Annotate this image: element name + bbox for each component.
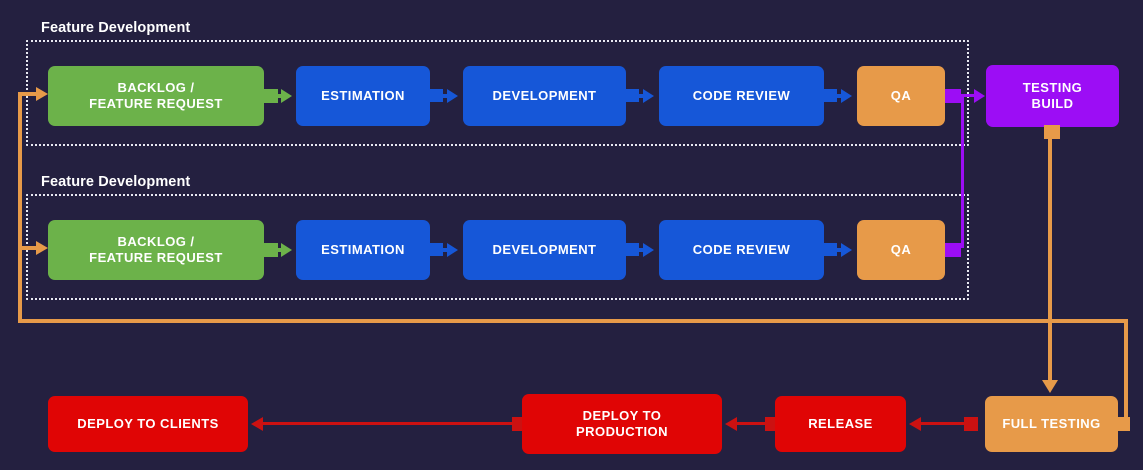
node-backlog-feature-request-2[interactable]: BACKLOG / FEATURE REQUEST bbox=[48, 220, 264, 280]
link-line-estimation-development-1 bbox=[436, 94, 450, 98]
arrow-estimation-to-development-2 bbox=[447, 243, 458, 257]
arrow-feedback-into-backlog-1 bbox=[36, 87, 48, 101]
link-line-release-to-production bbox=[736, 422, 770, 425]
node-code-review-1[interactable]: CODE REVIEW bbox=[659, 66, 824, 126]
group-label-feature-development-1: Feature Development bbox=[41, 20, 191, 36]
node-development-1[interactable]: DEVELOPMENT bbox=[463, 66, 626, 126]
node-label-line2: FEATURE REQUEST bbox=[89, 96, 223, 111]
node-qa-1[interactable]: QA bbox=[857, 66, 945, 126]
node-label-line2: PRODUCTION bbox=[576, 424, 668, 439]
node-label: ESTIMATION bbox=[321, 241, 405, 257]
link-line-testing-build-to-full-testing bbox=[1048, 133, 1052, 383]
node-qa-2[interactable]: QA bbox=[857, 220, 945, 280]
arrow-development-to-codereview-1 bbox=[643, 89, 654, 103]
node-label-line2: BUILD bbox=[1031, 96, 1074, 111]
node-deploy-to-production[interactable]: DEPLOY TO PRODUCTION bbox=[522, 394, 722, 454]
node-label-line1: BACKLOG / bbox=[117, 233, 195, 249]
link-line-to-testing-build bbox=[961, 94, 982, 97]
node-label: DEVELOPMENT bbox=[492, 87, 597, 103]
arrow-backlog-to-estimation-2 bbox=[281, 243, 292, 257]
node-label-line2: FEATURE REQUEST bbox=[89, 250, 223, 265]
arrow-down-to-full-testing bbox=[1042, 380, 1058, 393]
link-stub-testing-build-down bbox=[1044, 125, 1060, 139]
node-testing-build[interactable]: TESTING BUILD bbox=[986, 65, 1119, 127]
arrow-codereview-to-qa-2 bbox=[841, 243, 852, 257]
arrow-development-to-codereview-2 bbox=[643, 243, 654, 257]
link-line-qa2-riser bbox=[961, 96, 964, 248]
node-estimation-1[interactable]: ESTIMATION bbox=[296, 66, 430, 126]
node-label: QA bbox=[890, 87, 912, 103]
link-line-backlog-estimation-2 bbox=[270, 248, 286, 252]
link-line-development-codereview-1 bbox=[632, 94, 646, 98]
link-line-feedback-into-backlog-2 bbox=[18, 246, 44, 250]
arrow-to-deploy-to-clients bbox=[251, 417, 263, 431]
node-code-review-2[interactable]: CODE REVIEW bbox=[659, 220, 824, 280]
arrow-backlog-to-estimation-1 bbox=[281, 89, 292, 103]
node-label: CODE REVIEW bbox=[692, 87, 791, 103]
link-stub-fulltesting-release bbox=[964, 417, 978, 431]
link-line-development-codereview-2 bbox=[632, 248, 646, 252]
node-backlog-feature-request-1[interactable]: BACKLOG / FEATURE REQUEST bbox=[48, 66, 264, 126]
node-deploy-to-clients[interactable]: DEPLOY TO CLIENTS bbox=[48, 396, 248, 452]
node-estimation-2[interactable]: ESTIMATION bbox=[296, 220, 430, 280]
node-label: CODE REVIEW bbox=[692, 241, 791, 257]
arrow-feedback-into-backlog-2 bbox=[36, 241, 48, 255]
node-label-line1: TESTING bbox=[1022, 79, 1083, 95]
node-label: QA bbox=[890, 241, 912, 257]
node-label: ESTIMATION bbox=[321, 87, 405, 103]
link-line-feedback-into-backlog-1 bbox=[18, 92, 44, 96]
link-line-production-to-clients bbox=[262, 422, 516, 425]
link-line-feedback-horizontal bbox=[18, 319, 1128, 323]
node-full-testing[interactable]: FULL TESTING bbox=[985, 396, 1118, 452]
arrow-to-release bbox=[909, 417, 921, 431]
group-label-feature-development-2: Feature Development bbox=[41, 174, 191, 190]
node-label: RELEASE bbox=[808, 415, 873, 431]
link-line-feedback-right-vertical bbox=[1124, 319, 1128, 424]
link-stub-qa1-testing-build bbox=[945, 89, 961, 103]
arrow-to-deploy-to-production bbox=[725, 417, 737, 431]
node-label-line1: BACKLOG / bbox=[117, 79, 195, 95]
node-development-2[interactable]: DEVELOPMENT bbox=[463, 220, 626, 280]
node-release[interactable]: RELEASE bbox=[775, 396, 906, 452]
link-line-feedback-left-vertical bbox=[18, 92, 22, 323]
link-stub-qa2-testing-build bbox=[945, 243, 961, 257]
arrow-estimation-to-development-1 bbox=[447, 89, 458, 103]
arrow-to-testing-build bbox=[974, 89, 985, 103]
link-line-codereview-qa-2 bbox=[830, 248, 844, 252]
link-line-fulltesting-to-release bbox=[920, 422, 970, 425]
link-line-estimation-development-2 bbox=[436, 248, 450, 252]
node-label: FULL TESTING bbox=[1002, 415, 1101, 431]
node-label: DEVELOPMENT bbox=[492, 241, 597, 257]
link-line-codereview-qa-1 bbox=[830, 94, 844, 98]
node-label: DEPLOY TO CLIENTS bbox=[77, 415, 219, 431]
link-line-backlog-estimation-1 bbox=[270, 94, 286, 98]
arrow-codereview-to-qa-1 bbox=[841, 89, 852, 103]
node-label-line1: DEPLOY TO bbox=[582, 407, 662, 423]
